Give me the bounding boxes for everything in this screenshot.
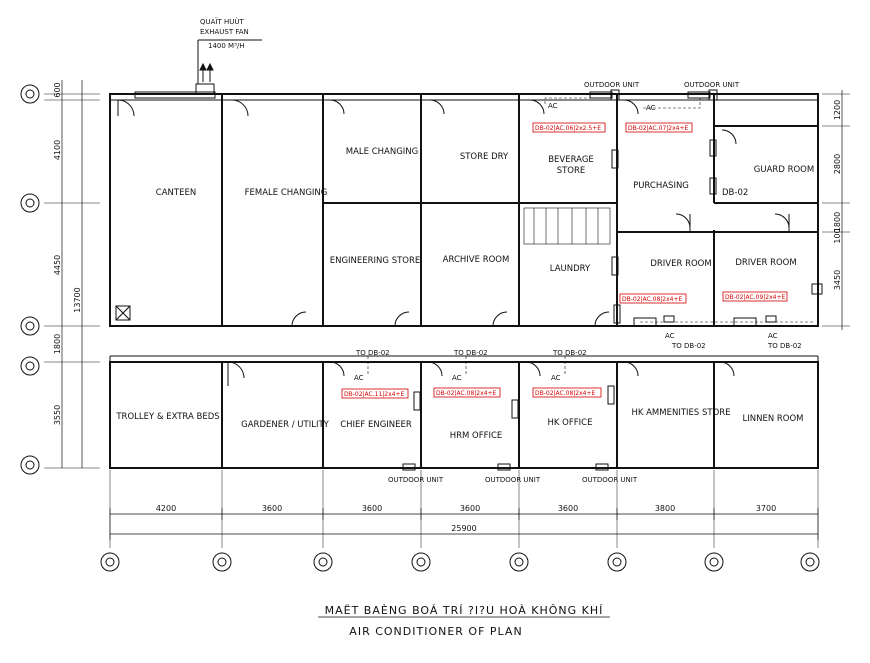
room-laundry: LAUNDRY bbox=[550, 264, 591, 274]
dim-bottom-2: 3600 bbox=[262, 504, 282, 513]
room-purchasing: PURCHASING bbox=[633, 181, 689, 191]
ac-tag-hk: DB-02|AC.08|2x4+E bbox=[535, 390, 596, 397]
room-linnen: LINNEN ROOM bbox=[742, 414, 803, 424]
room-canteen: CANTEEN bbox=[156, 188, 196, 198]
room-hrm-office: HRM OFFICE bbox=[450, 431, 503, 441]
upper-block-outline bbox=[109, 93, 819, 327]
fan-label-vi: QUAÏT HUÙT bbox=[200, 17, 244, 26]
db-02-label: DB-02 bbox=[722, 188, 748, 198]
outdoor-unit-label-1: OUTDOOR UNIT bbox=[584, 81, 640, 89]
ac-label-5: AC bbox=[354, 374, 364, 382]
ac-label-1: AC bbox=[548, 102, 558, 110]
dim-bottom-5: 3600 bbox=[558, 504, 578, 513]
outdoor-unit-label-4: OUTDOOR UNIT bbox=[485, 476, 541, 484]
to-db-02-label-3: TO DB-02 bbox=[552, 349, 587, 357]
dim-right-1: 1200 bbox=[833, 100, 842, 120]
room-guard: GUARD ROOM bbox=[754, 165, 814, 175]
room-engineering-store: ENGINEERING STORE bbox=[330, 256, 421, 266]
outdoor-unit-label-3: OUTDOOR UNIT bbox=[388, 476, 444, 484]
room-male-changing: MALE CHANGING bbox=[346, 147, 419, 157]
ac-label-4: AC bbox=[768, 332, 778, 340]
room-hk-office: HK OFFICE bbox=[548, 418, 593, 428]
ac-tag-purchasing: DB-02|AC.07|2x4+E bbox=[628, 125, 689, 132]
room-hk-amenities: HK AMMENITIES STORE bbox=[631, 408, 730, 418]
room-store-dry: STORE DRY bbox=[460, 152, 509, 162]
ac-label-2: AC bbox=[646, 104, 656, 112]
dim-left-4: 13700 bbox=[73, 287, 82, 312]
ac-label-3: AC bbox=[665, 332, 675, 340]
dim-bottom-4: 3600 bbox=[460, 504, 480, 513]
dim-bottom-7: 3700 bbox=[756, 504, 776, 513]
lower-block-outline bbox=[109, 361, 819, 469]
ac-tag-driver-2: DB-02|AC.09|2x4+E bbox=[725, 294, 786, 301]
dim-total: 25900 bbox=[451, 524, 476, 533]
room-female-changing: FEMALE CHANGING bbox=[245, 188, 328, 198]
ac-tag-hrm: DB-02|AC.08|2x4+E bbox=[436, 390, 497, 397]
dim-right-5: 3450 bbox=[833, 270, 842, 290]
dim-left-3: 4450 bbox=[53, 255, 62, 275]
dim-bottom-1: 4200 bbox=[156, 504, 176, 513]
room-chief-engineer: CHIEF ENGINEER bbox=[340, 420, 412, 430]
ac-label-6: AC bbox=[452, 374, 462, 382]
to-db-02-label-5: TO DB-02 bbox=[767, 342, 802, 350]
to-db-02-label-4: TO DB-02 bbox=[671, 342, 706, 350]
room-archive: ARCHIVE ROOM bbox=[443, 255, 510, 265]
room-trolley: TROLLEY & EXTRA BEDS bbox=[115, 412, 219, 422]
drawing-title-en: AIR CONDITIONER OF PLAN bbox=[349, 625, 522, 638]
outdoor-unit-label-2: OUTDOOR UNIT bbox=[684, 81, 740, 89]
ac-tag-beverage: DB-02|AC.06|2x2.5+E bbox=[535, 125, 601, 132]
dim-right-2: 2800 bbox=[833, 154, 842, 174]
dim-left-5: 1800 bbox=[53, 334, 62, 354]
dim-bottom-6: 3800 bbox=[655, 504, 675, 513]
room-driver-1: DRIVER ROOM bbox=[650, 259, 711, 269]
room-beverage-line2: STORE bbox=[557, 166, 586, 176]
fan-label-en: EXHAUST FAN bbox=[200, 28, 249, 36]
fan-capacity: 1400 M³/H bbox=[208, 42, 245, 50]
dim-left-6: 3550 bbox=[53, 405, 62, 425]
dim-bottom-3: 3600 bbox=[362, 504, 382, 513]
dim-right-3: 1800 bbox=[833, 212, 842, 232]
to-db-02-label-1: TO DB-02 bbox=[355, 349, 390, 357]
dim-right-4: 100 bbox=[833, 228, 842, 243]
dim-left-1: 600 bbox=[53, 82, 62, 97]
outdoor-unit-label-5: OUTDOOR UNIT bbox=[582, 476, 638, 484]
room-driver-2: DRIVER ROOM bbox=[735, 258, 796, 268]
ac-label-7: AC bbox=[551, 374, 561, 382]
dim-left-2: 4100 bbox=[53, 140, 62, 160]
room-beverage-line1: BEVERAGE bbox=[548, 155, 594, 165]
to-db-02-label-2: TO DB-02 bbox=[453, 349, 488, 357]
drawing-title-vi: MAËT BAÈNG BOÁ TRÍ ?I?U HOÀ KHÔNG KHÍ bbox=[325, 604, 604, 617]
room-gardener: GARDENER / UTILITY bbox=[241, 420, 329, 430]
ac-tag-chief: DB-02|AC.11|2x4+E bbox=[344, 391, 405, 398]
ac-tag-driver-1: DB-02|AC.08|2x4+E bbox=[622, 296, 683, 303]
